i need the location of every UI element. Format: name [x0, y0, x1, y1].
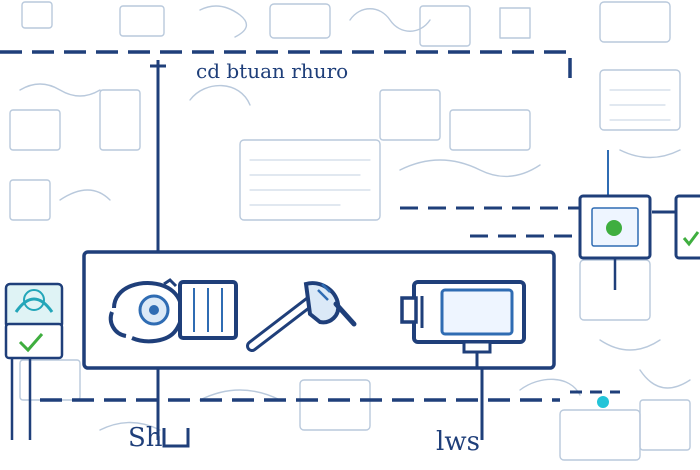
title-block: cd btuan rhuro [180, 58, 480, 84]
gauge-icon [4, 282, 64, 440]
status-dot-cyan [597, 396, 609, 408]
top-dashed-line [0, 50, 572, 78]
machine-icon [400, 280, 526, 368]
bottom-labels: Sh lws [128, 423, 480, 457]
bottom-right-label: lws [436, 427, 480, 457]
bottom-dashed-line [40, 368, 620, 440]
top-connector [150, 60, 166, 252]
status-dot-green [606, 220, 622, 236]
diagram-title: cd btuan rhuro [196, 59, 348, 83]
indicator-icon [674, 194, 700, 260]
engine-icon [108, 278, 238, 344]
right-branch-lines [400, 206, 676, 238]
bottom-left-label: Sh [128, 423, 163, 453]
indicator-module [578, 150, 652, 290]
background-sketches [9, 1, 691, 461]
wrench-icon [246, 281, 357, 352]
